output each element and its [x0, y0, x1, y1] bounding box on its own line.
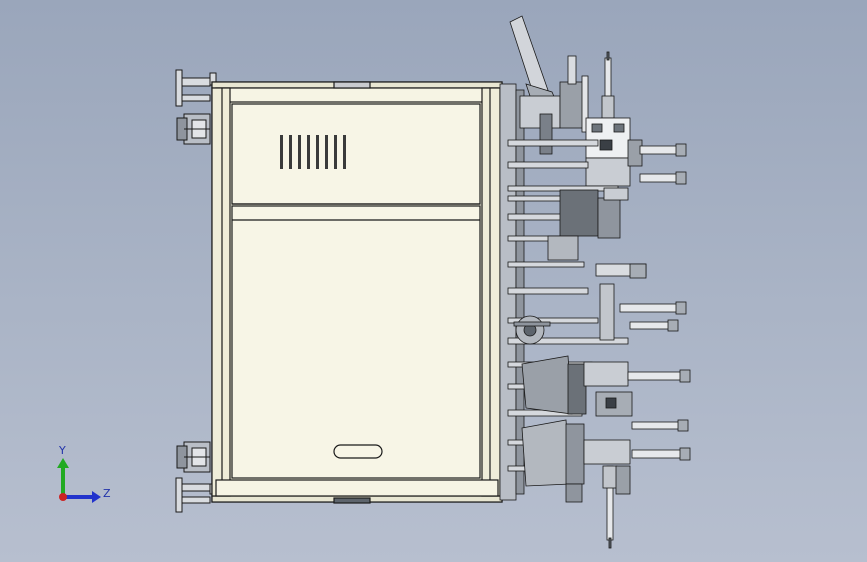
door-handle: [333, 444, 383, 459]
y-axis-label: Y: [58, 444, 66, 457]
left-mounting-hardware: [175, 69, 217, 513]
upper-horizontal-cylinders: [639, 143, 687, 185]
mechanism-assembly: [499, 15, 691, 549]
upper-access-panel: [231, 103, 481, 205]
vent-slots: [280, 135, 346, 169]
lower-horizontal-cylinders: [627, 369, 691, 461]
top-caster-plate: [175, 69, 183, 107]
lower-door-panel: [231, 205, 481, 479]
origin-dot: [59, 493, 67, 501]
lower-chute: [521, 355, 573, 415]
axis-triad: Y Z: [57, 444, 111, 503]
z-axis-label: Z: [103, 487, 111, 500]
middle-drive-block: [559, 189, 599, 237]
mid-cylinder: [619, 303, 683, 313]
